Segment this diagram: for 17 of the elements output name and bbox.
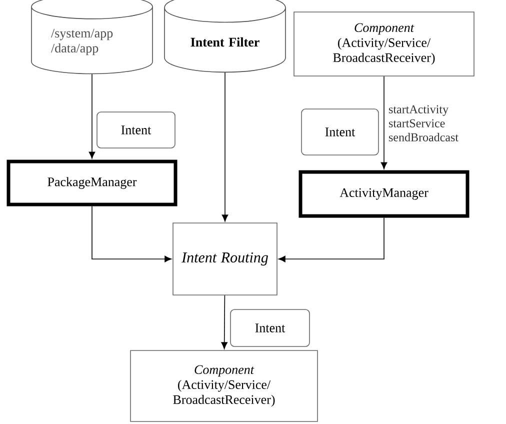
component-box: Component (Activity/Service/ BroadcastReceiver) xyxy=(294,12,474,76)
component-box: Component (Activity/Service/ BroadcastReceiver) xyxy=(130,350,318,422)
routing-box: Intent Routing xyxy=(172,222,278,296)
intent-box: Intent xyxy=(96,112,176,148)
storage-cylinder: Intent Filter xyxy=(164,0,286,73)
intent-box: Intent xyxy=(301,108,379,156)
arrow xyxy=(278,217,384,262)
intent-box: Intent xyxy=(230,309,310,347)
manager-box: ActivityManager xyxy=(298,170,470,218)
arrow xyxy=(88,74,96,159)
storage-cylinder: /system/app /data/app xyxy=(31,0,153,74)
arrow xyxy=(222,72,228,222)
arrow xyxy=(92,206,172,262)
arrow xyxy=(221,295,228,350)
manager-box: PackageManager xyxy=(6,160,178,206)
arrow xyxy=(380,76,388,170)
edge-label: startActivity startService sendBroadcast xyxy=(389,105,458,142)
